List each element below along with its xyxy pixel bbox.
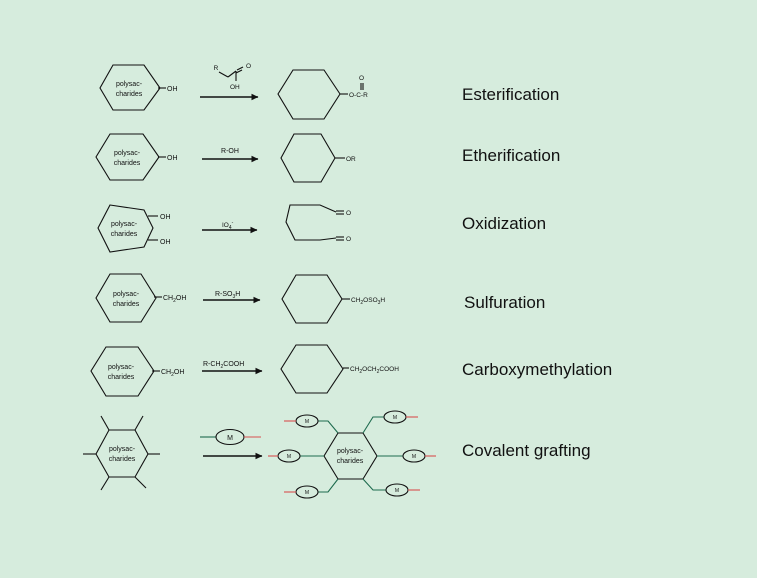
- polysaccharide-label-line1: polysac-: [337, 448, 364, 455]
- product-dialdehyde-chain: [285, 204, 337, 241]
- polysaccharide-hexagon: [95, 133, 160, 181]
- product-group: OR: [346, 156, 356, 163]
- reagent-o: O: [246, 63, 251, 70]
- reactant-group: CH2OH: [161, 369, 184, 378]
- reaction-covalent-grafting: polysac- charides M polysac- charides M …: [83, 410, 591, 499]
- bond: [235, 69, 243, 74]
- polysaccharide-label-line2: charides: [108, 374, 135, 381]
- reagent-label: R-SO3H: [215, 291, 240, 300]
- polysaccharide-label-line1: polysac-: [111, 221, 138, 228]
- grafted-product: polysac- charides M M M M: [268, 410, 436, 499]
- polysaccharide-label-line1: polysac-: [108, 364, 135, 371]
- reagent-label: R-CH2COOH: [203, 361, 244, 370]
- polysaccharide-label-line2: charides: [116, 91, 143, 98]
- polysaccharide-hexagon: [323, 432, 378, 480]
- product-cyclohexane: [277, 69, 341, 120]
- reaction-title: Etherification: [462, 146, 560, 165]
- reaction-title: Oxidization: [462, 214, 546, 233]
- polysaccharide-hexagon: [95, 429, 149, 478]
- polysaccharide-hexagon: [95, 273, 157, 323]
- polysaccharide-label-line2: charides: [111, 231, 138, 238]
- polysaccharide-label-line1: polysac-: [114, 150, 141, 157]
- reaction-oxidization: polysac- charides OH OH IO4- O O Oxidiza…: [97, 204, 546, 253]
- reactant-group-bottom: OH: [160, 239, 171, 246]
- reagent-oh: OH: [230, 84, 240, 91]
- product-o: O: [359, 75, 364, 82]
- reactant-group: CH2OH: [163, 295, 186, 304]
- monomer-label: M: [393, 415, 397, 421]
- product-group: O-C-R: [349, 92, 368, 99]
- monomer-label: M: [305, 490, 309, 496]
- bond: [236, 66, 244, 71]
- reactant-group-top: OH: [160, 214, 171, 221]
- polysaccharide-hexagon: [90, 346, 155, 397]
- polysaccharide-label-line2: charides: [109, 456, 136, 463]
- bond: [134, 415, 144, 431]
- reaction-sulfuration: polysac- charides CH2OH R-SO3H CH2OSO3H …: [95, 273, 545, 324]
- bond: [134, 476, 147, 489]
- reagent-label: IO4-: [222, 220, 234, 231]
- bond: [227, 70, 237, 78]
- reaction-title: Covalent grafting: [462, 441, 591, 460]
- reactant-group: OH: [167, 86, 178, 93]
- product-group: CH2OSO3H: [351, 297, 385, 306]
- polysaccharide-label-line2: charides: [337, 458, 364, 465]
- monomer-label: M: [287, 454, 291, 460]
- linker-green: [318, 420, 339, 434]
- reagent-carboxylic-acid: R O OH: [214, 63, 251, 91]
- bond: [218, 71, 229, 78]
- linker-green: [362, 416, 384, 434]
- product-cyclohexane: [280, 344, 344, 394]
- bond: [100, 476, 110, 491]
- product-top: O: [346, 210, 351, 217]
- monomer-label: M: [395, 488, 399, 494]
- product-cyclohexane: [280, 133, 336, 183]
- linker-green: [362, 478, 386, 491]
- reagent-label: R-OH: [221, 148, 239, 155]
- monomer-label: M: [412, 454, 416, 460]
- reaction-esterification: polysac- charides OH R O OH O-C-R O Este…: [99, 63, 559, 120]
- reactant-group: OH: [167, 155, 178, 162]
- reaction-carboxymethylation: polysac- charides CH2OH R-CH2COOH CH2OCH…: [90, 344, 612, 397]
- monomer-label: M: [305, 419, 309, 425]
- polysaccharide-label-line1: polysac-: [116, 81, 143, 88]
- polysaccharide-label-line1: polysac-: [113, 291, 140, 298]
- reaction-title: Carboxymethylation: [462, 360, 612, 379]
- polysaccharide-hexagon: [97, 204, 154, 253]
- product-cyclohexane: [281, 274, 343, 324]
- product-group: CH2OCH2COOH: [350, 366, 399, 375]
- reaction-title: Esterification: [462, 85, 559, 104]
- reagent-monomer: M: [200, 428, 261, 446]
- reagent-r: R: [214, 65, 219, 72]
- monomer-label: M: [227, 435, 233, 442]
- reaction-etherification: polysac- charides OH R-OH OR Etherificat…: [95, 133, 560, 183]
- polysaccharide-label-line2: charides: [114, 160, 141, 167]
- polysaccharide-hexagon: [99, 64, 161, 111]
- polysaccharide-label-line1: polysac-: [109, 446, 136, 453]
- bond: [100, 415, 110, 431]
- product-bottom: O: [346, 236, 351, 243]
- polysaccharide-label-line2: charides: [113, 301, 140, 308]
- linker-green: [318, 478, 339, 493]
- reaction-title: Sulfuration: [464, 293, 545, 312]
